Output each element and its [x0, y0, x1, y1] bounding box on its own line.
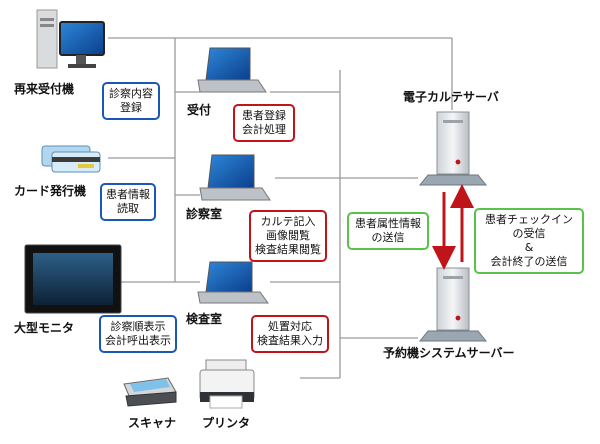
test-room-laptop-icon [197, 261, 269, 304]
printer-label: プリンタ [202, 416, 251, 430]
large-monitor-callout: 診察順表示 会計呼出表示 [99, 315, 177, 353]
emr-server-label: 電子カルテサーバ [403, 90, 499, 104]
reception-callout: 患者登録 会計処理 [233, 104, 295, 142]
card-issuer-callout: 患者情報 読取 [100, 183, 156, 221]
exam-room-callout: カルテ記入 画像閲覧 検査結果閲覧 [249, 210, 327, 262]
test-room-label: 検査室 [186, 312, 223, 326]
checkin-receive-callout: 患者チェックイン の受信 & 会計終了の送信 [474, 208, 584, 274]
large-monitor-label: 大型モニタ [14, 321, 75, 335]
exam-room-label: 診察室 [186, 207, 223, 221]
booking-server-icon [418, 267, 488, 342]
scanner-icon [123, 377, 177, 407]
reception-machine-label: 再来受付機 [14, 82, 75, 96]
reception-label: 受付 [187, 103, 212, 117]
card-issuer-icon [41, 145, 101, 173]
booking-server-label: 予約機システムサーバー [383, 346, 515, 360]
reception-machine-callout: 診察内容 登録 [102, 82, 160, 120]
connection-lines [108, 37, 453, 379]
scanner-label: スキャナ [128, 416, 177, 430]
printer-icon [199, 359, 255, 409]
large-monitor-icon [24, 244, 122, 314]
emr-server-icon [418, 111, 488, 186]
flow-arrows [432, 184, 474, 270]
reception-machine-icon [36, 9, 105, 69]
exam-room-laptop-icon [199, 154, 271, 201]
test-room-callout: 処置対応 検査結果入力 [251, 315, 329, 353]
reception-laptop-icon [197, 47, 267, 93]
card-issuer-label: カード発行機 [14, 184, 87, 198]
attribute-send-callout: 患者属性情報 の送信 [347, 212, 429, 250]
